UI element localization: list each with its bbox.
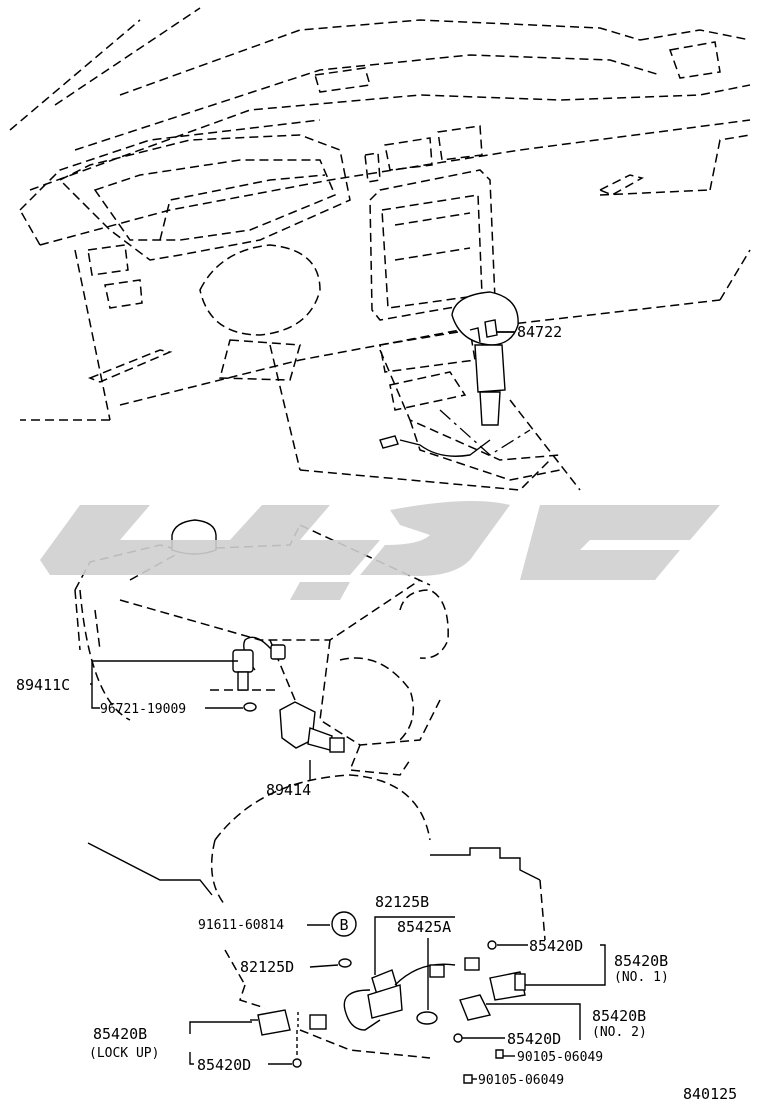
label-85420d-mid: 85420D <box>507 1030 561 1048</box>
label-85420b-lockup: 85420B <box>93 1025 147 1043</box>
label-85420d-top: 85420D <box>529 937 583 955</box>
label-96721-19009: 96721-19009 <box>100 702 186 717</box>
o-ring-96721 <box>243 702 257 712</box>
label-89411c: 89411C <box>16 676 70 694</box>
callout-b: B <box>331 911 357 937</box>
label-89414: 89414 <box>266 781 311 799</box>
label-85420b-lockup-note: (LOCK UP) <box>89 1046 159 1061</box>
part-labels: 84722 89411C 96721-19009 89414 91611-608… <box>16 323 737 1103</box>
label-85420b-no1: 85420B <box>614 952 668 970</box>
label-85420d-bottom: 85420D <box>197 1056 251 1074</box>
valve-body-outline <box>87 774 546 1059</box>
shift-lever-84722 <box>451 291 519 426</box>
label-85420b-no2: 85420B <box>592 1007 646 1025</box>
callout-b-letter: B <box>339 916 348 934</box>
label-84722: 84722 <box>517 323 562 341</box>
label-85420b-no2-note: (NO. 2) <box>592 1025 647 1040</box>
label-82125d: 82125D <box>240 958 294 976</box>
figure-number: 840125 <box>683 1085 737 1103</box>
label-85425a: 85425A <box>397 918 451 936</box>
speed-sensor-89411c <box>232 636 286 691</box>
solenoid-parts <box>250 940 526 1084</box>
leader-lines <box>90 331 606 1080</box>
watermark-logo <box>40 501 720 600</box>
label-85420b-no1-note: (NO. 1) <box>614 970 669 985</box>
label-90105-06049-b: 90105-06049 <box>478 1073 564 1088</box>
label-82125b: 82125B <box>375 893 429 911</box>
label-91611-60814: 91611-60814 <box>198 918 284 933</box>
speed-sensor-89414 <box>279 701 345 753</box>
dashboard-outline <box>9 7 751 491</box>
label-90105-06049-a: 90105-06049 <box>517 1050 603 1065</box>
